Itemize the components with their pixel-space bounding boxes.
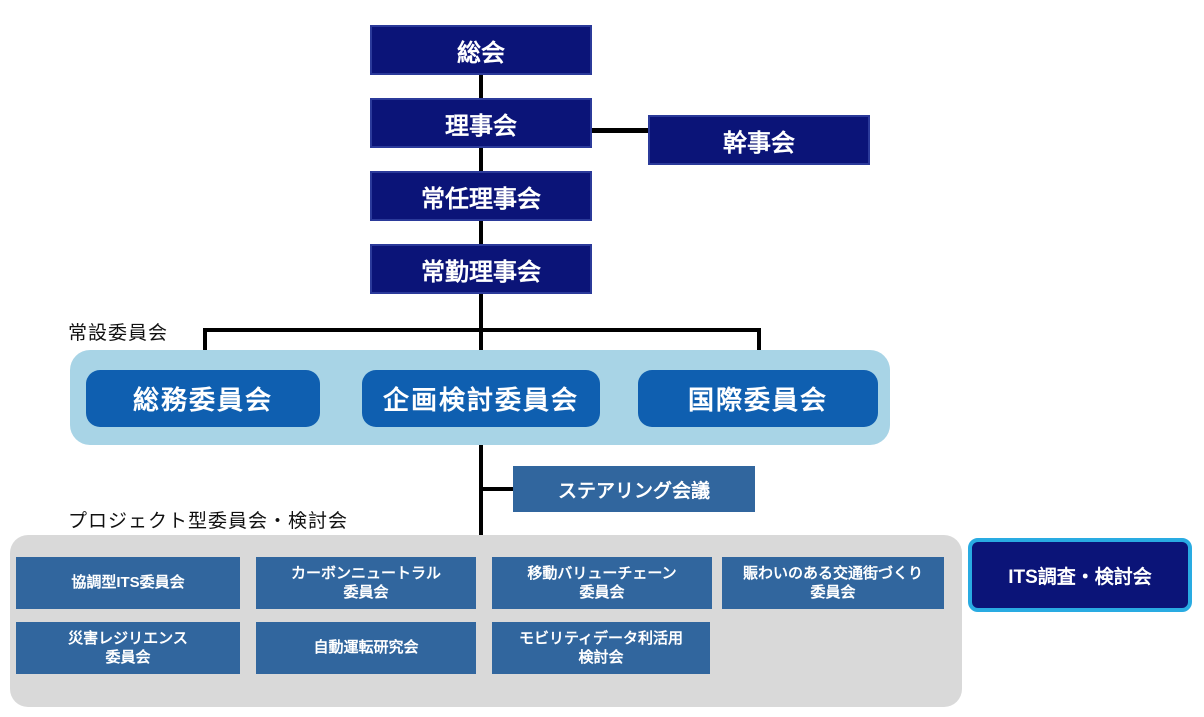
box-disaster-resilience-committee: 災害レジリエンス 委員会 (16, 622, 240, 674)
connector-drop-international (757, 328, 761, 354)
box-carbon-neutral-committee: カーボンニュートラル 委員会 (256, 557, 476, 609)
box-cooperative-its-committee: 協調型ITS委員会 (16, 557, 240, 609)
box-general-assembly: 総会 (370, 25, 592, 75)
box-mobility-data-utilization-group-label: モビリティデータ利活用 検討会 (518, 629, 684, 667)
box-lively-transport-town-committee: 賑わいのある交通街づくり 委員会 (722, 557, 944, 609)
box-steering-meeting: ステアリング会議 (513, 466, 755, 512)
box-autonomous-driving-study-group-label: 自動運転研究会 (313, 639, 419, 657)
box-international-committee-label: 国際委員会 (687, 385, 828, 415)
box-international-committee: 国際委員会 (638, 370, 878, 427)
box-full-time-board: 常勤理事会 (370, 244, 592, 294)
box-carbon-neutral-committee-label: カーボンニュートラル 委員会 (290, 564, 441, 602)
connector-standing-fulltime (479, 221, 483, 244)
box-lively-transport-town-committee-label: 賑わいのある交通街づくり 委員会 (742, 564, 923, 602)
connector-assembly-board (479, 75, 483, 98)
box-general-affairs-committee-label: 総務委員会 (132, 385, 273, 415)
connector-board-secretariat (592, 128, 648, 133)
box-general-assembly-label: 総会 (457, 39, 505, 67)
box-autonomous-driving-study-group: 自動運転研究会 (256, 622, 476, 674)
connector-planning-projects (479, 445, 483, 537)
box-secretariat-label: 幹事会 (723, 129, 795, 157)
connector-fulltime-down (479, 294, 483, 332)
box-disaster-resilience-committee-label: 災害レジリエンス 委員会 (68, 629, 188, 667)
box-board-of-directors: 理事会 (370, 98, 592, 148)
connector-steering-stub (481, 487, 513, 491)
project-committees-section-label: プロジェクト型委員会・検討会 (68, 511, 349, 532)
box-its-study-group: ITS調査・検討会 (968, 538, 1192, 612)
connector-board-standing (479, 148, 483, 171)
box-secretariat: 幹事会 (648, 115, 870, 165)
box-mobility-data-utilization-group: モビリティデータ利活用 検討会 (492, 622, 710, 674)
box-full-time-board-label: 常勤理事会 (421, 258, 541, 286)
box-its-study-group-label: ITS調査・検討会 (1008, 566, 1152, 588)
box-mobility-value-chain-committee: 移動バリューチェーン 委員会 (492, 557, 712, 609)
box-planning-committee-label: 企画検討委員会 (382, 385, 579, 415)
box-planning-committee: 企画検討委員会 (362, 370, 600, 427)
box-standing-board-label: 常任理事会 (421, 185, 541, 213)
box-standing-board: 常任理事会 (370, 171, 592, 221)
box-steering-meeting-label: ステアリング会議 (557, 480, 710, 502)
standing-committees-section-label: 常設委員会 (68, 323, 169, 344)
box-general-affairs-committee: 総務委員会 (86, 370, 320, 427)
box-board-of-directors-label: 理事会 (445, 112, 517, 140)
connector-drop-planning (479, 328, 483, 354)
connector-drop-general-affairs (203, 328, 207, 354)
box-cooperative-its-committee-label: 協調型ITS委員会 (71, 574, 185, 592)
box-mobility-value-chain-committee-label: 移動バリューチェーン 委員会 (527, 564, 677, 602)
